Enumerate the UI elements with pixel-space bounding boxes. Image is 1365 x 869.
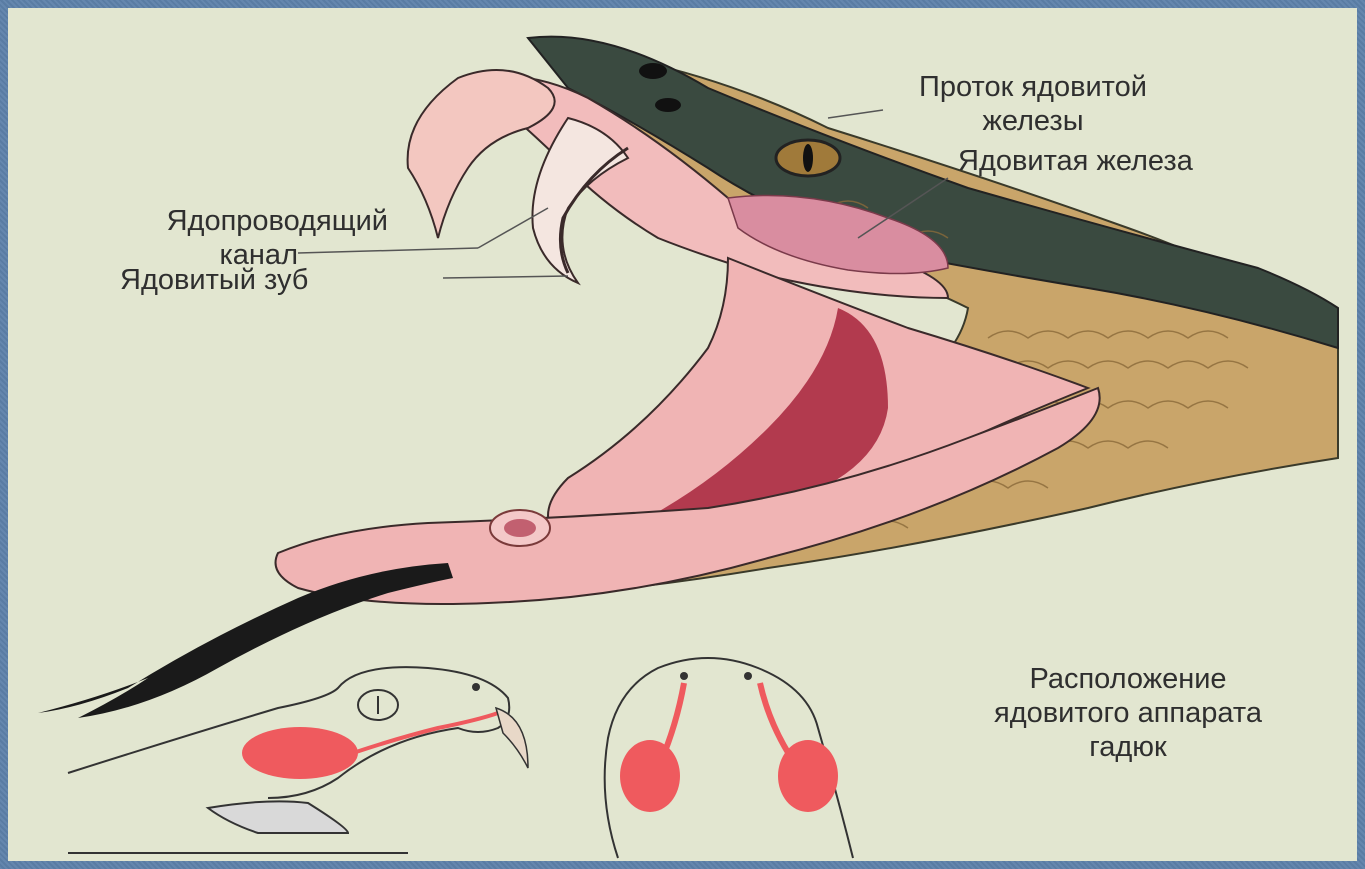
label-duct: Проток ядовитой железы: [868, 70, 1198, 138]
label-gland: Ядовитая железа: [958, 144, 1193, 178]
label-location-line1: Расположение: [908, 662, 1348, 696]
glottis-opening: [504, 519, 536, 537]
label-location-line3: гадюк: [908, 730, 1348, 764]
label-canal: Ядопроводящий канал: [8, 204, 388, 272]
top-head-nostril-left: [680, 672, 688, 680]
forked-tongue: [38, 563, 453, 718]
nostril: [639, 63, 667, 79]
label-fang: Ядовитый зуб: [120, 263, 308, 297]
snake-pupil: [803, 144, 813, 172]
diagram-panel: Проток ядовитой железы Ядовитая железа Я…: [8, 8, 1357, 861]
label-location-line2: ядовитого аппарата: [908, 696, 1348, 730]
side-fang: [496, 708, 528, 768]
label-duct-line2: железы: [868, 104, 1198, 138]
top-gland-left: [620, 740, 680, 812]
label-location: Расположение ядовитого аппарата гадюк: [908, 662, 1348, 764]
label-canal-line1: Ядопроводящий: [8, 204, 388, 238]
side-head-jaw: [208, 801, 348, 833]
side-gland: [242, 727, 358, 779]
top-gland-right: [778, 740, 838, 812]
top-view-head: [605, 658, 853, 858]
pit-organ: [655, 98, 681, 112]
top-head-nostril-right: [744, 672, 752, 680]
snake-head-illustration: [38, 37, 1338, 718]
side-head-nostril: [472, 683, 480, 691]
label-duct-line1: Проток ядовитой: [868, 70, 1198, 104]
